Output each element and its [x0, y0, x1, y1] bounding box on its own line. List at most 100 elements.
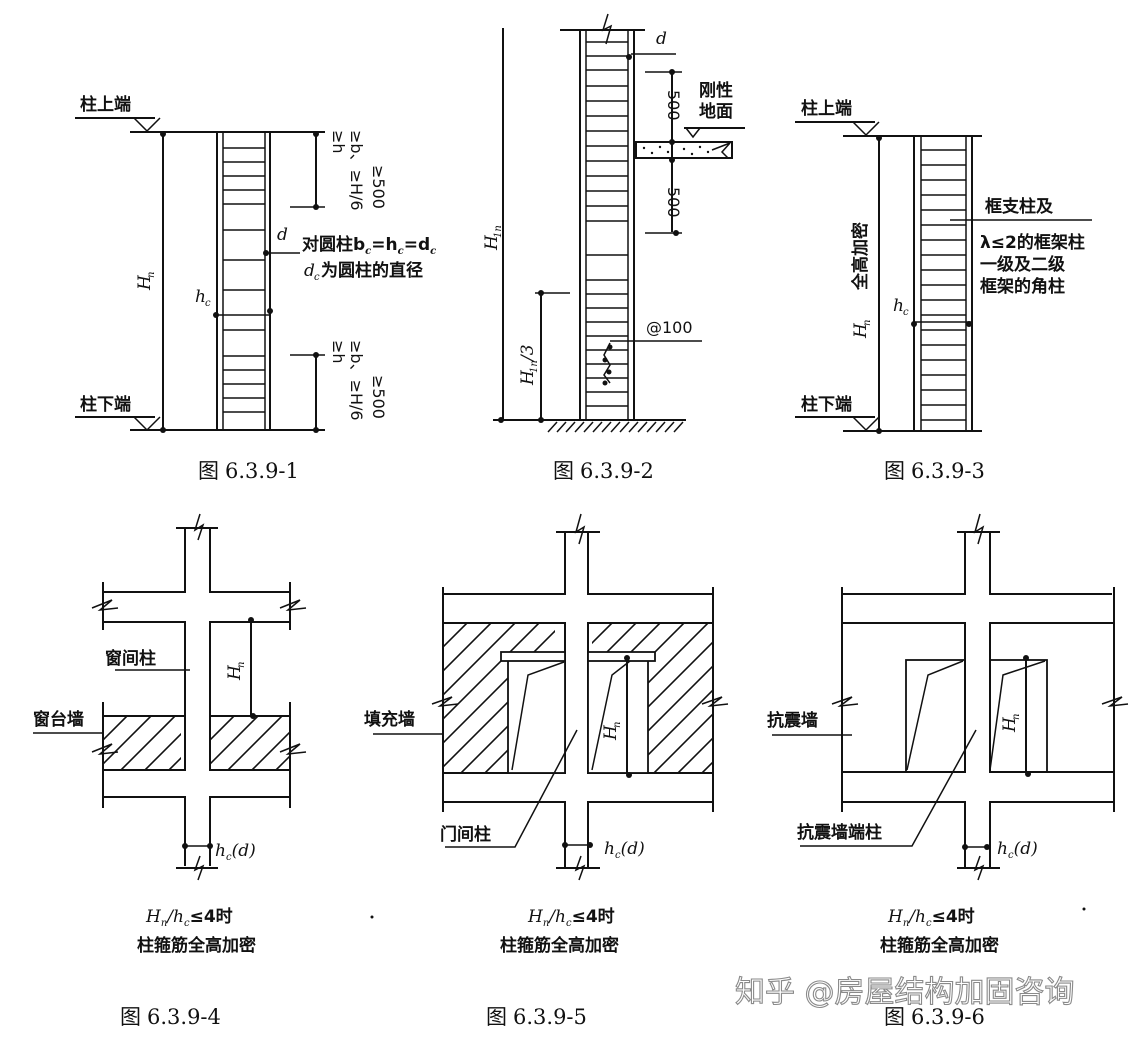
seismic-wall-left: [842, 622, 966, 773]
ground-hatch-line: [574, 421, 585, 433]
dim-tick: [160, 131, 166, 137]
break-symbol-icon: [91, 743, 119, 756]
svg-text:H: H: [482, 234, 502, 251]
hatch-line: [144, 732, 181, 770]
beam-top-right: [209, 528, 290, 593]
break-symbol-icon: [831, 696, 859, 708]
svg-text:c: c: [903, 307, 909, 318]
hatch-line: [227, 716, 283, 770]
hatch-line: [443, 623, 444, 625]
clear-height-label: H n: [135, 272, 157, 291]
lintel-left: [500, 651, 566, 662]
dim-tick: [313, 352, 319, 358]
break-symbol-icon: [574, 513, 586, 545]
svg-text:≥h: ≥h: [329, 130, 348, 154]
svg-text:H: H: [851, 322, 871, 339]
top-zone-requirements: ≥h ≥b、≥H/6 ≥500: [329, 130, 388, 211]
dim-500-above: 500: [664, 90, 683, 121]
seismic-wall-label: 抗震墙: [767, 710, 818, 731]
beam-top-left: [443, 532, 566, 595]
door-opening-right: [587, 659, 649, 774]
break-symbol-icon: [193, 855, 205, 881]
bottom-elevation-marker: [133, 416, 161, 432]
bottom-end-label: 柱下端: [801, 394, 852, 415]
beam-top-right: [587, 532, 713, 595]
note-line-1: 框支柱及: [985, 196, 1054, 217]
lintel-right: [587, 651, 656, 662]
wall-end-column-leader: [800, 729, 977, 847]
svg-text:H: H: [1000, 716, 1020, 733]
door-leaf-right: [989, 660, 1046, 771]
bar-dia-label: d: [656, 29, 667, 49]
top-end-label: 柱上端: [80, 94, 131, 115]
door-leaf-right: [591, 660, 631, 771]
hatch-line: [592, 623, 637, 669]
round-column-note: 对圆柱bc=hc=dc: [302, 234, 436, 257]
rigid-ground-label-1: 刚性: [699, 80, 733, 101]
svg-text:1n: 1n: [493, 225, 504, 238]
dim-tick: [313, 427, 319, 433]
door-leaf-left: [511, 661, 565, 771]
hatch-line: [443, 623, 540, 721]
dim-tick: [160, 427, 166, 433]
full-height-densified-label: 全高加密: [850, 222, 871, 291]
svg-text:H: H: [601, 724, 621, 741]
spacing-label: @100: [646, 318, 693, 337]
hatch-line: [210, 716, 259, 766]
rigid-ground-label-2: 地面: [699, 101, 733, 122]
note-line-2: λ≤2的框架柱: [980, 232, 1085, 253]
section-label: hc(d): [997, 839, 1038, 861]
bottom-zone-label: H 1n /3: [518, 344, 540, 386]
svg-text:H: H: [225, 664, 245, 681]
door-leaf-left: [906, 660, 964, 771]
break-symbol-icon: [279, 743, 307, 756]
door-opening-right: [989, 659, 1048, 773]
rule-text: 柱箍筋全高加密: [500, 935, 619, 956]
section-depth-label: h: [893, 296, 904, 316]
door-opening-left: [905, 659, 966, 773]
stirrup-group: [223, 147, 265, 413]
ground-hatch: [547, 421, 684, 433]
dim-tick: [213, 312, 219, 318]
rule-line: Hn/hc≤4时: [145, 907, 233, 929]
hatch-left: [103, 716, 181, 770]
stirrup-group: [586, 41, 628, 407]
break-symbol-icon: [431, 696, 459, 708]
ground-hatch-line: [610, 421, 621, 433]
ground-hatch-line: [664, 421, 675, 433]
svg-text:≥500: ≥500: [369, 165, 388, 209]
clear-height-label: H n: [851, 320, 873, 339]
ground-hatch-line: [637, 421, 648, 433]
ground-hatch-line: [673, 421, 684, 433]
ground-hatch-line: [583, 421, 594, 433]
dim-tick: [669, 69, 675, 75]
svg-text:≥b、≥H/6: ≥b、≥H/6: [347, 130, 366, 211]
dim-500-below: 500: [664, 187, 683, 218]
hatch-line: [168, 756, 181, 770]
svg-text:H: H: [518, 369, 538, 386]
break-symbol-icon: [574, 855, 586, 881]
hatch-line: [443, 623, 468, 649]
ground-hatch-line: [601, 421, 612, 433]
hatch-line: [701, 759, 714, 773]
ground-hatch-line: [547, 421, 558, 433]
svg-text:n: n: [862, 320, 873, 326]
svg-text:c: c: [205, 298, 211, 309]
ground-hatch-line: [556, 421, 567, 433]
hatch-line: [443, 623, 516, 697]
break-symbol-icon: [279, 599, 307, 612]
bar-marker: [626, 54, 632, 60]
clear-height-label: H n: [1000, 714, 1022, 733]
speck: [1082, 907, 1086, 911]
hatch-line: [629, 687, 714, 773]
rule-line: Hn/hc≤4时: [887, 907, 975, 929]
top-elevation-marker: [133, 117, 161, 133]
